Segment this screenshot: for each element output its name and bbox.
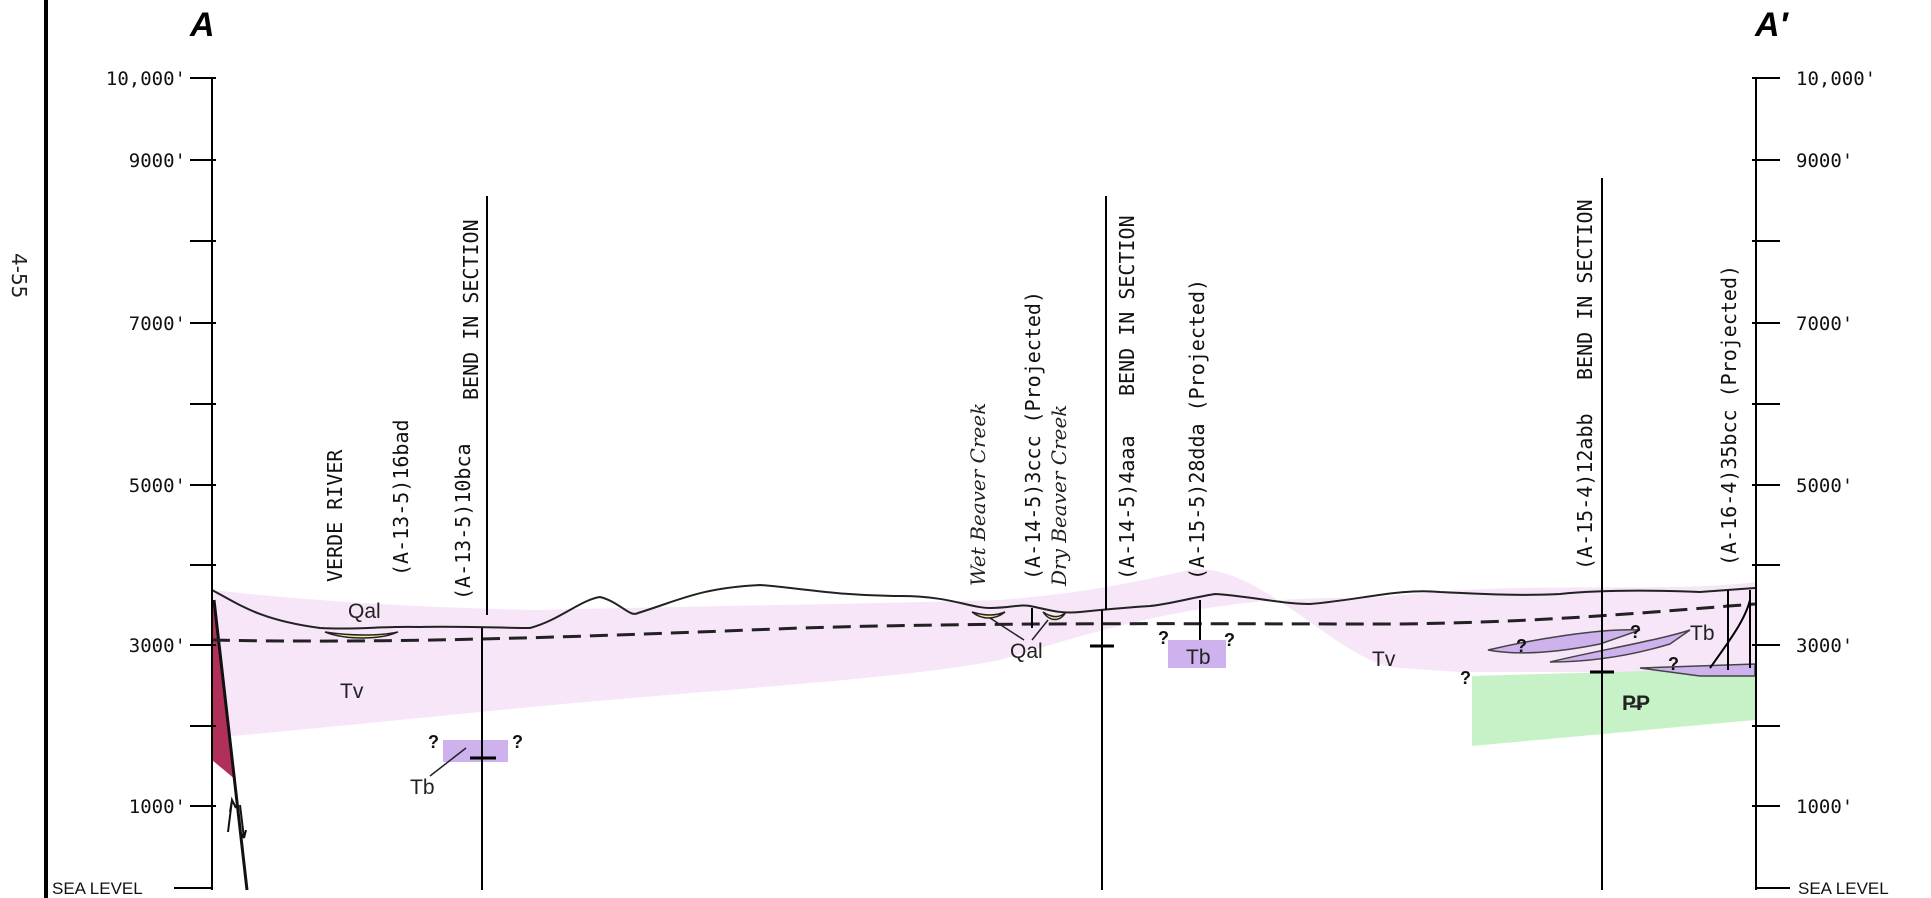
bend-label-2: BEND IN SECTION [1115,215,1139,396]
right-tick-7000: 7000' [1796,313,1853,335]
left-elevation-axis [174,77,216,890]
uncertain-mark-7: ? [1630,622,1641,642]
verde-river-label: VERDE RIVER [323,449,347,582]
well-35bcc-trace [1709,599,1751,669]
qal-verde [324,631,399,639]
ground-surface [211,583,1756,630]
well-label-12abb: (A-15-4)12abb [1573,413,1597,570]
tb-label-east: Tb [1690,622,1715,645]
tb-label-central: Tb [1186,646,1211,669]
tb-lens-east-2 [1549,629,1691,663]
well-label-4aaa: (A-14-5)4aaa [1115,436,1139,581]
qal-leaders [989,617,1049,641]
dry-beaver-creek-label: Dry Beaver Creek [1047,405,1071,587]
right-tick-9000: 9000' [1796,150,1853,172]
qal-wet-beaver [971,611,1006,619]
section-label-a: A [189,6,215,44]
well-label-16bad: (A-13-5)16bad [389,419,413,576]
section-label-a-prime: A′ [1754,6,1790,44]
right-sea-level: SEA LEVEL [1798,879,1889,898]
well-label-35bcc: (A-16-4)35bcc (Projected) [1717,265,1741,566]
uncertain-mark-5: ? [1460,668,1471,688]
right-tick-1000: 1000' [1796,796,1853,818]
dashed-contact [211,602,1756,643]
left-tick-3000: 3000' [129,635,186,657]
well-label-28dda: (A-15-5)28dda (Projected) [1185,279,1209,580]
wet-beaver-creek-label: Wet Beaver Creek [966,403,990,586]
uncertain-mark-1: ? [428,732,439,752]
left-tick-9000: 9000' [129,150,186,172]
right-tick-10000: 10,000' [1796,68,1876,90]
tb-label-west: Tb [410,776,435,799]
uncertain-mark-2: ? [512,732,523,752]
left-tick-1000: 1000' [129,796,186,818]
right-tick-5000: 5000' [1796,475,1853,497]
uncertain-mark-4: ? [1224,630,1235,650]
left-tick-7000: 7000' [129,313,186,335]
qal-label-central: Qal [1010,640,1043,663]
bend-label-1: BEND IN SECTION [459,219,483,400]
tv-label-west: Tv [340,680,364,703]
page-number: 4-55 [7,253,31,298]
uncertain-mark-3: ? [1158,628,1169,648]
left-tick-10000: 10,000' [106,68,186,90]
left-tick-5000: 5000' [129,475,186,497]
tb-leader-west [429,747,467,777]
tv-label-east: Tv [1372,648,1396,671]
tv-unit [212,569,1755,738]
uncertain-mark-8: ? [1668,654,1679,674]
pzp-unit [1472,668,1755,746]
uncertain-mark-6: ? [1516,636,1527,656]
right-elevation-axis [1752,77,1790,890]
fault-arrow-down [239,804,247,839]
right-tick-3000: 3000' [1796,635,1853,657]
pzp-label: P̶P [1622,692,1650,715]
qal-label-west: Qal [348,600,381,623]
left-sea-level: SEA LEVEL [52,879,143,898]
tb-lens-central [1168,640,1226,668]
fault-line [212,599,249,891]
bend-label-3: BEND IN SECTION [1573,199,1597,380]
well-label-3ccc: (A-14-5)3ccc (Projected) [1021,291,1045,580]
fault-arrow-up [227,796,237,833]
well-label-10bca: (A-13-5)10bca [451,443,475,600]
